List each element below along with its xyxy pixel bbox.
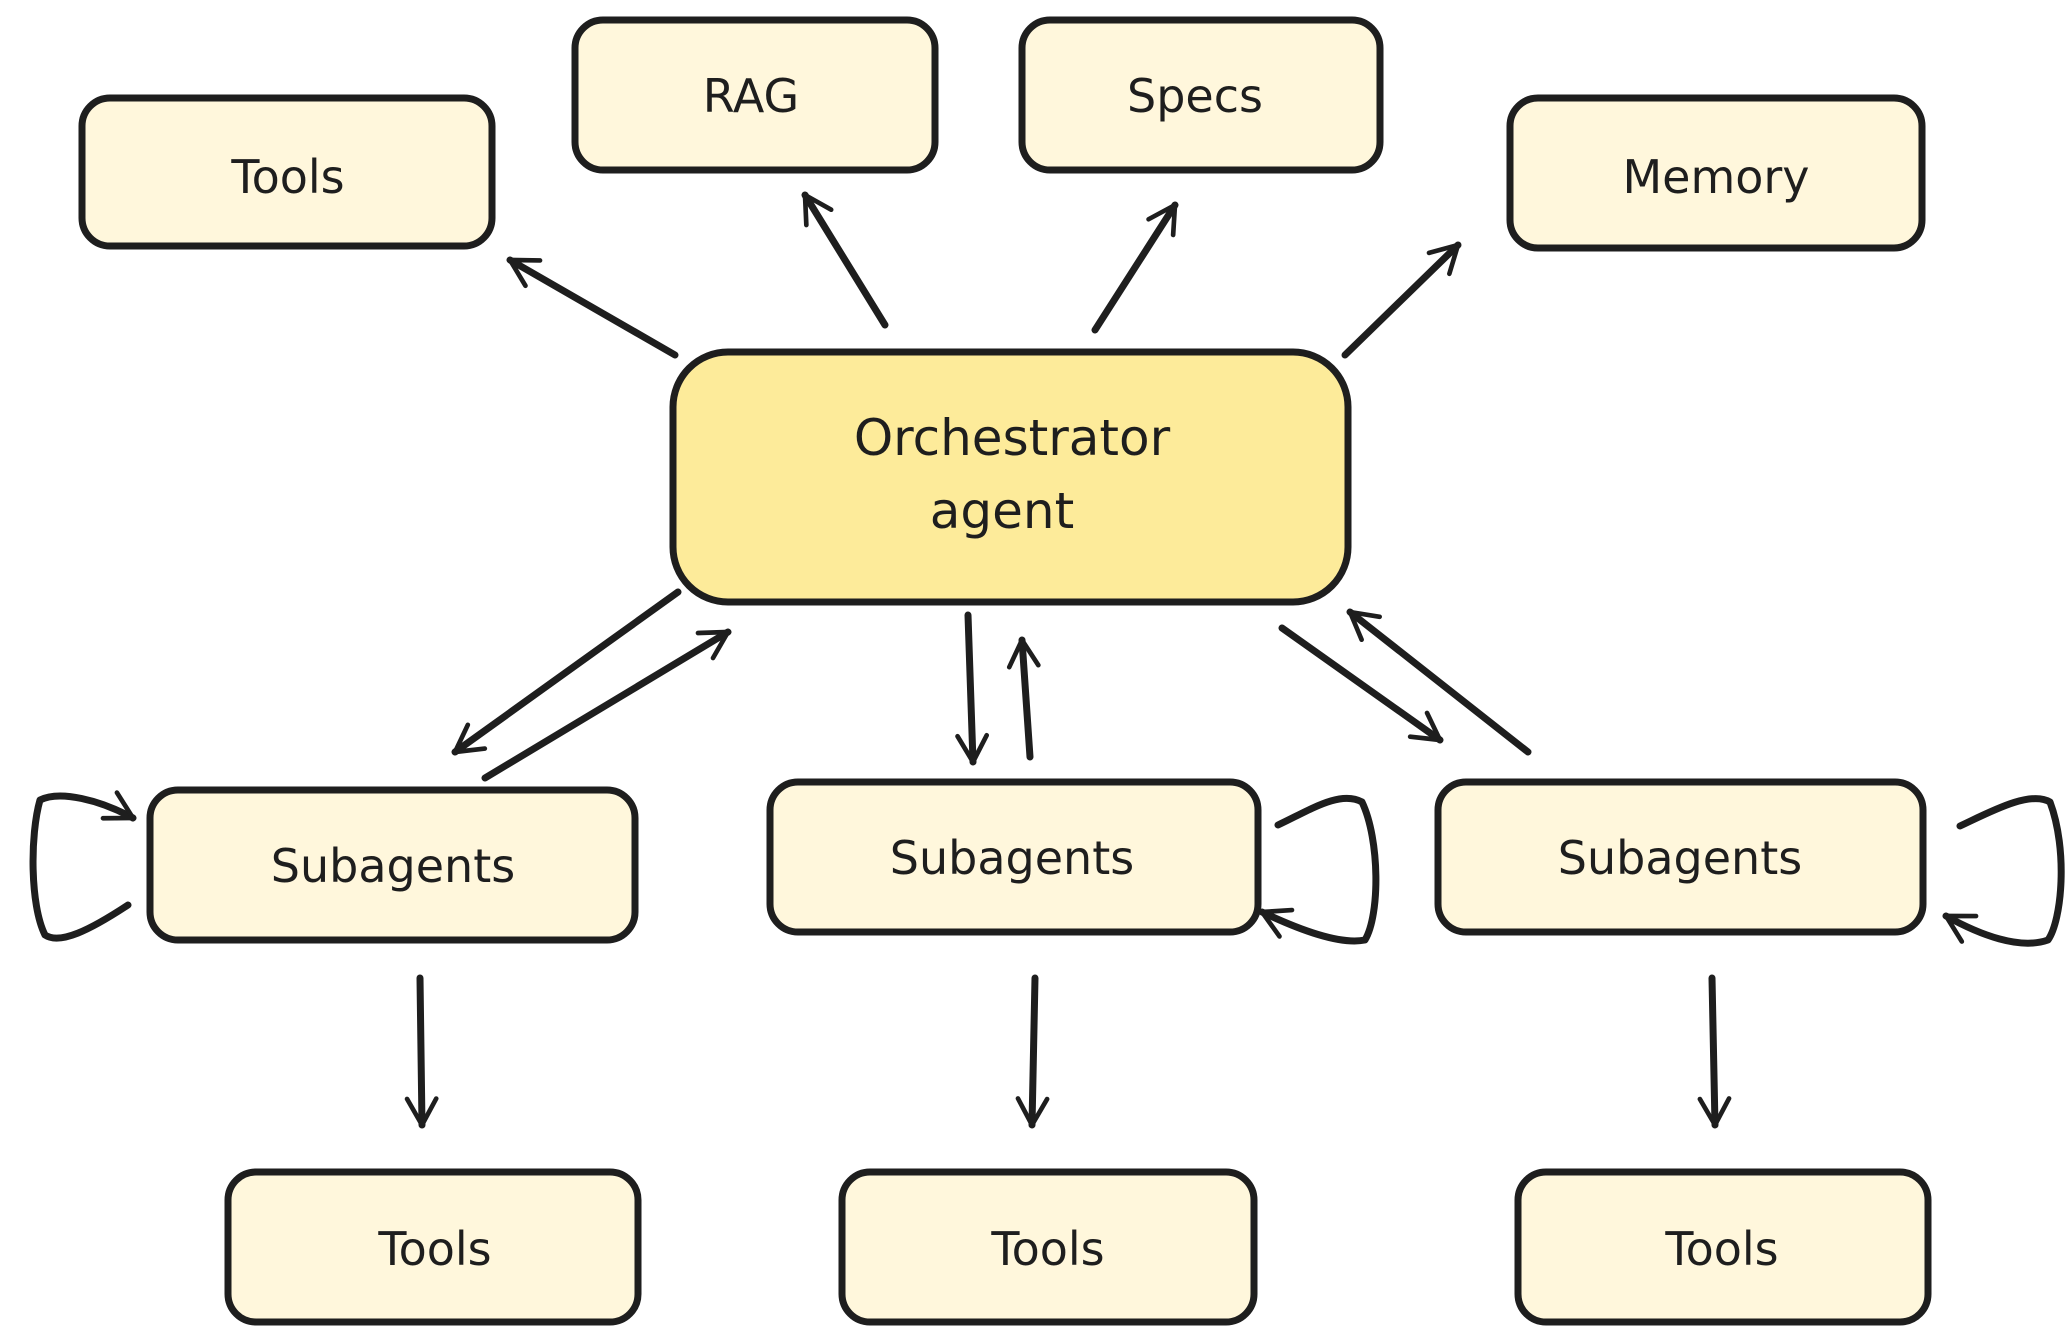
node-tools-right: Tools [1514, 1168, 1932, 1326]
node-box [1018, 16, 1384, 174]
node-box [669, 348, 1352, 606]
node-label: Subagents [890, 831, 1134, 885]
node-memory: Memory [1506, 94, 1926, 252]
node-specs: Specs [1018, 16, 1384, 174]
loop-subagents-right [1942, 795, 2065, 947]
edge-subagents-right-to-orchestrator [1346, 608, 1532, 756]
edge-orchestrator-to-tools [506, 256, 679, 359]
node-tools-left: Tools [224, 1168, 642, 1326]
node-tools-center: Tools [838, 1168, 1258, 1326]
node-subagents-center: Subagents [766, 778, 1262, 936]
node-box [1514, 1168, 1932, 1326]
node-box [1434, 778, 1927, 936]
edge-orchestrator-to-specs [1091, 201, 1179, 334]
edge-subagents-right-to-tools [1697, 974, 1732, 1129]
node-label: Tools [377, 1222, 491, 1276]
node-box [766, 778, 1262, 936]
node-box [146, 786, 639, 944]
node-label-line1: Orchestrator [854, 409, 1171, 467]
node-label: Tools [990, 1222, 1104, 1276]
edge-orchestrator-to-subagents-center [955, 611, 990, 766]
node-label: Subagents [271, 839, 515, 893]
node-label-line2: agent [930, 482, 1074, 540]
node-label: Subagents [1558, 831, 1802, 885]
node-subagents-right: Subagents [1434, 778, 1927, 936]
edge-subagents-center-to-tools [1015, 974, 1050, 1129]
node-tools-top: Tools [78, 94, 496, 250]
node-box [838, 1168, 1258, 1326]
node-box [571, 16, 939, 174]
loop-subagents-center [1258, 794, 1380, 945]
node-label: Tools [230, 150, 344, 204]
node-box [1506, 94, 1926, 252]
node-label: Specs [1127, 69, 1263, 123]
edge-subagents-left-to-orchestrator [481, 628, 732, 782]
edge-orchestrator-to-subagents-right [1278, 624, 1444, 744]
node-label: RAG [703, 69, 799, 123]
edge-subagents-left-to-tools [404, 974, 439, 1129]
loop-subagents-left [29, 790, 137, 942]
node-box [224, 1168, 642, 1326]
edge-orchestrator-to-memory [1341, 241, 1462, 359]
edge-orchestrator-to-rag [801, 191, 889, 329]
node-box [78, 94, 496, 250]
edge-orchestrator-to-subagents-left [451, 588, 682, 756]
node-rag: RAG [571, 16, 939, 174]
node-orchestrator: Orchestrator agent [669, 348, 1352, 606]
node-label: Memory [1622, 150, 1809, 204]
node-subagents-left: Subagents [146, 786, 639, 944]
node-label: Tools [1664, 1222, 1778, 1276]
edge-subagents-center-to-orchestrator [1006, 636, 1041, 761]
